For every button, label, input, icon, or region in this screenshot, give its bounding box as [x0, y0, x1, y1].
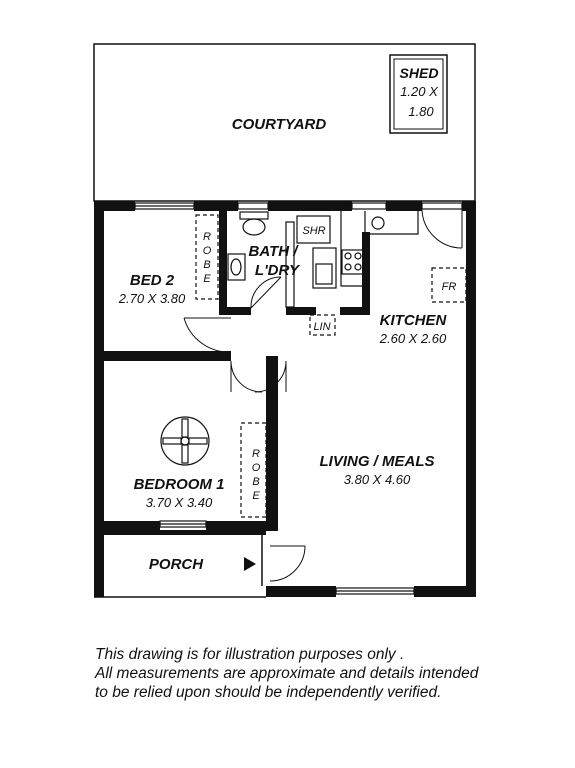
bath-fixtures [227, 211, 337, 308]
living-label: LIVING / MEALS [319, 453, 434, 470]
robe-bed2-letter-b: B [203, 259, 210, 271]
shed-label: SHED [400, 65, 439, 81]
disclaimer-line2: All measurements are approximate and det… [95, 665, 479, 682]
entry-arrow-icon [244, 557, 256, 571]
kitchen-label: KITCHEN [380, 312, 448, 329]
shed-outline [389, 54, 448, 134]
fridge-label: FR [442, 281, 457, 293]
robe-bed1-letter-b: B [252, 476, 259, 488]
bath-label-line2: L'DRY [255, 262, 301, 279]
disclaimer-line1: This drawing is for illustration purpose… [95, 646, 405, 663]
robe-bed2-letter-o: O [203, 245, 212, 257]
robe-bed2-outline [195, 214, 219, 300]
disclaimer: This drawing is for illustration purpose… [95, 645, 555, 702]
bed2-dim: 2.70 X 3.80 [118, 291, 186, 306]
shed-dim-line1: 1.20 X [400, 84, 439, 99]
robe-bed1-outline [240, 422, 267, 518]
fridge-outline [431, 267, 467, 303]
robe-bed1-letter-e: E [252, 490, 260, 502]
robe-bed1-letter-o: O [252, 462, 261, 474]
living-dim: 3.80 X 4.60 [344, 472, 411, 487]
robe-bed2-letter-e: E [203, 273, 211, 285]
bed2-label: BED 2 [130, 272, 175, 289]
robe-bed2-letter-r: R [203, 231, 211, 243]
disclaimer-line3: to be relied upon should be independentl… [95, 684, 442, 701]
shed-dim-line2: 1.80 [408, 104, 434, 119]
bath-label-line1: BATH / [249, 243, 300, 260]
bedroom1-dim: 3.70 X 3.40 [146, 495, 213, 510]
ceiling-fan-icon [160, 416, 210, 466]
courtyard-label: COURTYARD [232, 116, 327, 133]
linen-outline [309, 314, 336, 336]
bedroom1-label: BEDROOM 1 [134, 476, 225, 493]
porch-label: PORCH [149, 556, 204, 573]
robe-bed1-letter-r: R [252, 448, 260, 460]
floor-plan: COURTYARD SHED 1.20 X 1.80 BED 2 2.70 X … [93, 43, 476, 598]
door-swings [183, 205, 463, 582]
kitchen-dim: 2.60 X 2.60 [379, 331, 447, 346]
linen-label: LIN [313, 321, 330, 333]
shower-label: SHR [302, 225, 325, 237]
interior-walls [104, 211, 370, 535]
exterior-walls [94, 201, 476, 597]
kitchen-fixtures [340, 211, 419, 287]
